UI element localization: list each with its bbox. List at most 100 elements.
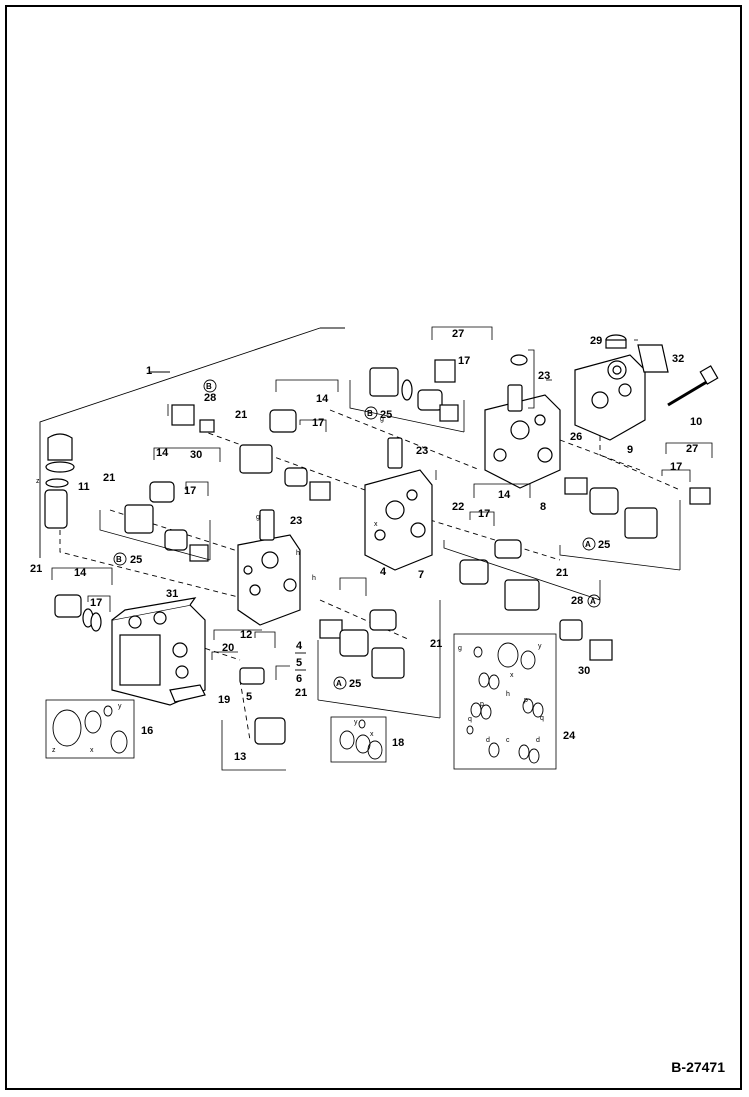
seal-letter-d2: d bbox=[536, 737, 540, 744]
group-brackets bbox=[51, 326, 713, 771]
seal-letter-c: c bbox=[506, 737, 510, 744]
circled-letters: B B B A A A bbox=[113, 379, 601, 690]
callout-25d: 25 bbox=[349, 678, 361, 690]
callout-9: 9 bbox=[627, 444, 633, 456]
callout-11: 11 bbox=[78, 481, 90, 493]
callout-23b: 23 bbox=[416, 445, 428, 457]
callout-4b: 4 bbox=[380, 566, 387, 578]
spool-clusters bbox=[54, 354, 711, 745]
callout-10: 10 bbox=[690, 416, 702, 428]
callout-26: 26 bbox=[570, 431, 582, 443]
callout-4: 4 bbox=[296, 640, 303, 652]
seal-letter-x4: x bbox=[374, 521, 378, 528]
callout-5: 5 bbox=[246, 691, 252, 703]
callout-21b: 21 bbox=[103, 472, 115, 484]
seal-letter-x2: x bbox=[370, 731, 374, 738]
callout-30a: 30 bbox=[190, 449, 202, 461]
seal-letter-y3: y bbox=[538, 643, 542, 650]
seal-letter-q: q bbox=[468, 716, 472, 723]
callout-14d: 14 bbox=[498, 489, 511, 501]
valve-section-7 bbox=[364, 469, 433, 571]
callout-28a: 28 bbox=[204, 392, 216, 404]
callout-23a: 23 bbox=[538, 370, 550, 382]
callout-17e: 17 bbox=[670, 461, 682, 473]
seal-letters: z x y z y x g y x h q p p q d c d g g x … bbox=[36, 416, 544, 754]
callout-12: 12 bbox=[240, 629, 252, 641]
callout-14b: 14 bbox=[156, 447, 169, 459]
callout-18: 18 bbox=[392, 737, 404, 749]
callout-27a: 27 bbox=[452, 328, 464, 340]
seal-kit-24 bbox=[453, 633, 557, 770]
callout-21a: 21 bbox=[235, 409, 247, 421]
callout-32: 32 bbox=[672, 353, 684, 365]
callout-22: 22 bbox=[452, 501, 464, 513]
callout-17c: 17 bbox=[184, 485, 196, 497]
tie-rod-10 bbox=[667, 365, 719, 407]
seal-letter-p: p bbox=[480, 701, 484, 708]
relief-valve-11 bbox=[44, 433, 75, 529]
callout-25a: 25 bbox=[380, 409, 392, 421]
seal-letter-y: y bbox=[118, 703, 122, 710]
seal-letter-h3: h bbox=[312, 575, 316, 582]
circle-a-3: A bbox=[336, 679, 342, 688]
callout-17f: 17 bbox=[478, 508, 490, 520]
circle-a-2: A bbox=[590, 597, 596, 606]
callout-8: 8 bbox=[540, 501, 546, 513]
callout-14c: 14 bbox=[74, 567, 87, 579]
seal-letter-h2: h bbox=[296, 550, 300, 557]
callout-21e: 21 bbox=[430, 638, 442, 650]
seal-letter-p2: p bbox=[524, 697, 528, 704]
callout-29: 29 bbox=[590, 335, 602, 347]
callout-17a: 17 bbox=[458, 355, 470, 367]
seal-letter-g2: g bbox=[256, 514, 260, 521]
callout-16: 16 bbox=[141, 725, 153, 737]
callout-7: 7 bbox=[418, 569, 424, 581]
seal-letter-q2: q bbox=[540, 715, 544, 722]
drawing-frame bbox=[5, 5, 742, 1090]
callout-25b: 25 bbox=[130, 554, 142, 566]
callout-17d: 17 bbox=[90, 597, 102, 609]
circle-b-1: B bbox=[206, 382, 212, 391]
callout-21f: 21 bbox=[295, 687, 307, 699]
callout-21d: 21 bbox=[556, 567, 568, 579]
callout-25c: 25 bbox=[598, 539, 610, 551]
assembly-bracket-1 bbox=[39, 327, 345, 558]
seal-kit-16 bbox=[45, 699, 135, 759]
callout-1: 1 bbox=[146, 365, 152, 377]
circle-b-3: B bbox=[116, 555, 122, 564]
callout-30b: 30 bbox=[578, 665, 590, 677]
callout-23c: 23 bbox=[290, 515, 302, 527]
callout-20: 20 bbox=[222, 642, 234, 654]
seal-letter-z2: z bbox=[36, 478, 40, 485]
plate-32 bbox=[637, 344, 669, 373]
callout-28b: 28 bbox=[571, 595, 583, 607]
callout-19: 19 bbox=[218, 694, 230, 706]
callout-17b: 17 bbox=[312, 417, 324, 429]
valve-section-8 bbox=[484, 394, 561, 489]
circle-b-2: B bbox=[367, 409, 373, 418]
seal-letter-x: x bbox=[90, 747, 94, 754]
callout-6: 6 bbox=[296, 673, 302, 685]
drawing-number: B-27471 bbox=[671, 1059, 725, 1075]
callout-14a: 14 bbox=[316, 393, 329, 405]
callout-24: 24 bbox=[563, 730, 576, 742]
callout-13: 13 bbox=[234, 751, 246, 763]
end-cap-9 bbox=[574, 354, 646, 441]
valve-section-12 bbox=[237, 534, 301, 626]
seal-letter-g3: g bbox=[380, 416, 384, 423]
callout-31: 31 bbox=[166, 588, 178, 600]
seal-letter-d: d bbox=[486, 737, 490, 744]
callout-27b: 27 bbox=[686, 443, 698, 455]
plug-29 bbox=[605, 334, 627, 349]
callout-21c: 21 bbox=[30, 563, 42, 575]
circle-a-1: A bbox=[585, 540, 591, 549]
seal-letter-h: h bbox=[506, 691, 510, 698]
seal-letter-x3: x bbox=[510, 672, 514, 679]
callout-5b: 5 bbox=[296, 657, 302, 669]
seal-letter-z: z bbox=[52, 747, 56, 754]
callout-labels: 1 4 4 5 5 6 7 8 9 10 11 12 13 14 14 14 1… bbox=[30, 328, 702, 763]
valve-body-inlet bbox=[111, 597, 206, 706]
seal-letter-g: g bbox=[458, 645, 462, 652]
seal-letter-y2: y bbox=[354, 719, 358, 726]
